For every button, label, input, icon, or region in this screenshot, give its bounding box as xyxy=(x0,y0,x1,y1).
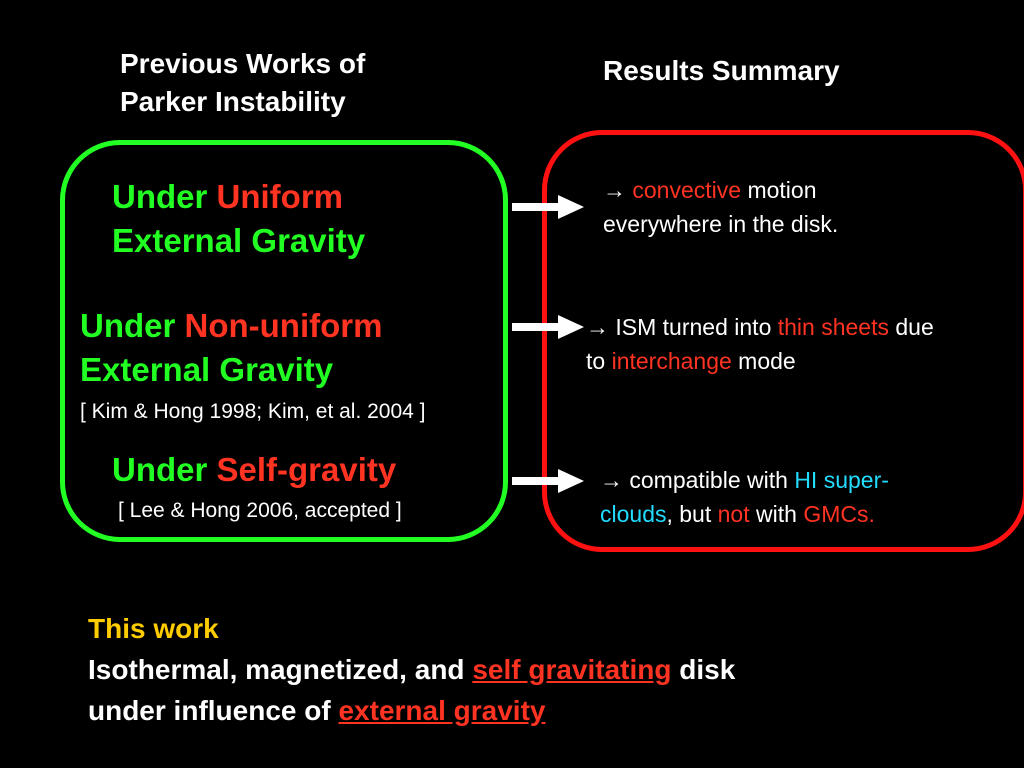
result-compatible: → compatible with HI super- clouds, but … xyxy=(600,463,889,531)
result1-highlight: convective xyxy=(632,177,742,203)
nonuniform-gravity-item: Under Non-uniform External Gravity xyxy=(80,304,382,392)
this-work-line1-highlight: self gravitating xyxy=(472,654,672,685)
arrow-right-icon xyxy=(512,315,584,339)
this-work-line2-highlight: external gravity xyxy=(338,695,546,726)
result1-rest: motion xyxy=(747,177,817,203)
result2-arrow: → xyxy=(586,314,609,340)
result2-text1: ISM turned into xyxy=(615,314,772,340)
result-thin-sheets: → ISM turned into thin sheets due to int… xyxy=(586,310,934,378)
selfgravity-highlight: Self-gravity xyxy=(216,451,397,488)
result1-line2: everywhere in the disk. xyxy=(603,211,839,237)
result3-but: , but xyxy=(666,501,712,527)
previous-works-header-line1: Previous Works of xyxy=(120,48,366,79)
this-work-label: This work xyxy=(88,613,219,644)
arrow-right-icon xyxy=(512,195,584,219)
result3-hi: HI xyxy=(794,467,818,493)
uniform-prefix: Under xyxy=(112,178,208,215)
uniform-gravity-item: Under Uniform External Gravity xyxy=(112,175,365,263)
nonuniform-prefix: Under xyxy=(80,307,176,344)
result1-arrow: → xyxy=(603,177,626,203)
result3-text1: compatible with xyxy=(629,467,788,493)
result2-highlight1: thin sheets xyxy=(777,314,889,340)
uniform-line2: External Gravity xyxy=(112,222,366,259)
result3-gmcs: GMCs. xyxy=(803,501,875,527)
result2-line2-suffix: mode xyxy=(738,348,796,374)
result2-highlight2: interchange xyxy=(611,348,732,374)
result3-super: super- xyxy=(823,467,889,493)
result2-text2: due xyxy=(895,314,934,340)
nonuniform-line2: External Gravity xyxy=(80,351,334,388)
nonuniform-citation: [ Kim & Hong 1998; Kim, et al. 2004 ] xyxy=(80,400,426,423)
result2-line2-prefix: to xyxy=(586,348,606,374)
selfgravity-item: Under Self-gravity xyxy=(112,448,396,492)
this-work-section: This work Isothermal, magnetized, and se… xyxy=(88,608,735,731)
result3-with: with xyxy=(756,501,797,527)
result-convective: → convective motion everywhere in the di… xyxy=(603,173,838,241)
results-summary-header: Results Summary xyxy=(603,55,840,86)
this-work-line1-suffix: disk xyxy=(679,654,736,685)
previous-works-header: Previous Works of Parker Instability xyxy=(120,45,365,121)
uniform-highlight: Uniform xyxy=(216,178,344,215)
result3-not: not xyxy=(717,501,750,527)
previous-works-box xyxy=(60,140,508,542)
this-work-line2-prefix: under influence of xyxy=(88,695,331,726)
selfgravity-citation: [ Lee & Hong 2006, accepted ] xyxy=(118,499,402,522)
selfgravity-prefix: Under xyxy=(112,451,208,488)
result3-clouds: clouds xyxy=(600,501,667,527)
arrow-right-icon xyxy=(512,469,584,493)
nonuniform-highlight: Non-uniform xyxy=(184,307,383,344)
result3-arrow: → xyxy=(600,467,623,493)
this-work-line1-prefix: Isothermal, magnetized, and xyxy=(88,654,465,685)
previous-works-header-line2: Parker Instability xyxy=(120,86,346,117)
